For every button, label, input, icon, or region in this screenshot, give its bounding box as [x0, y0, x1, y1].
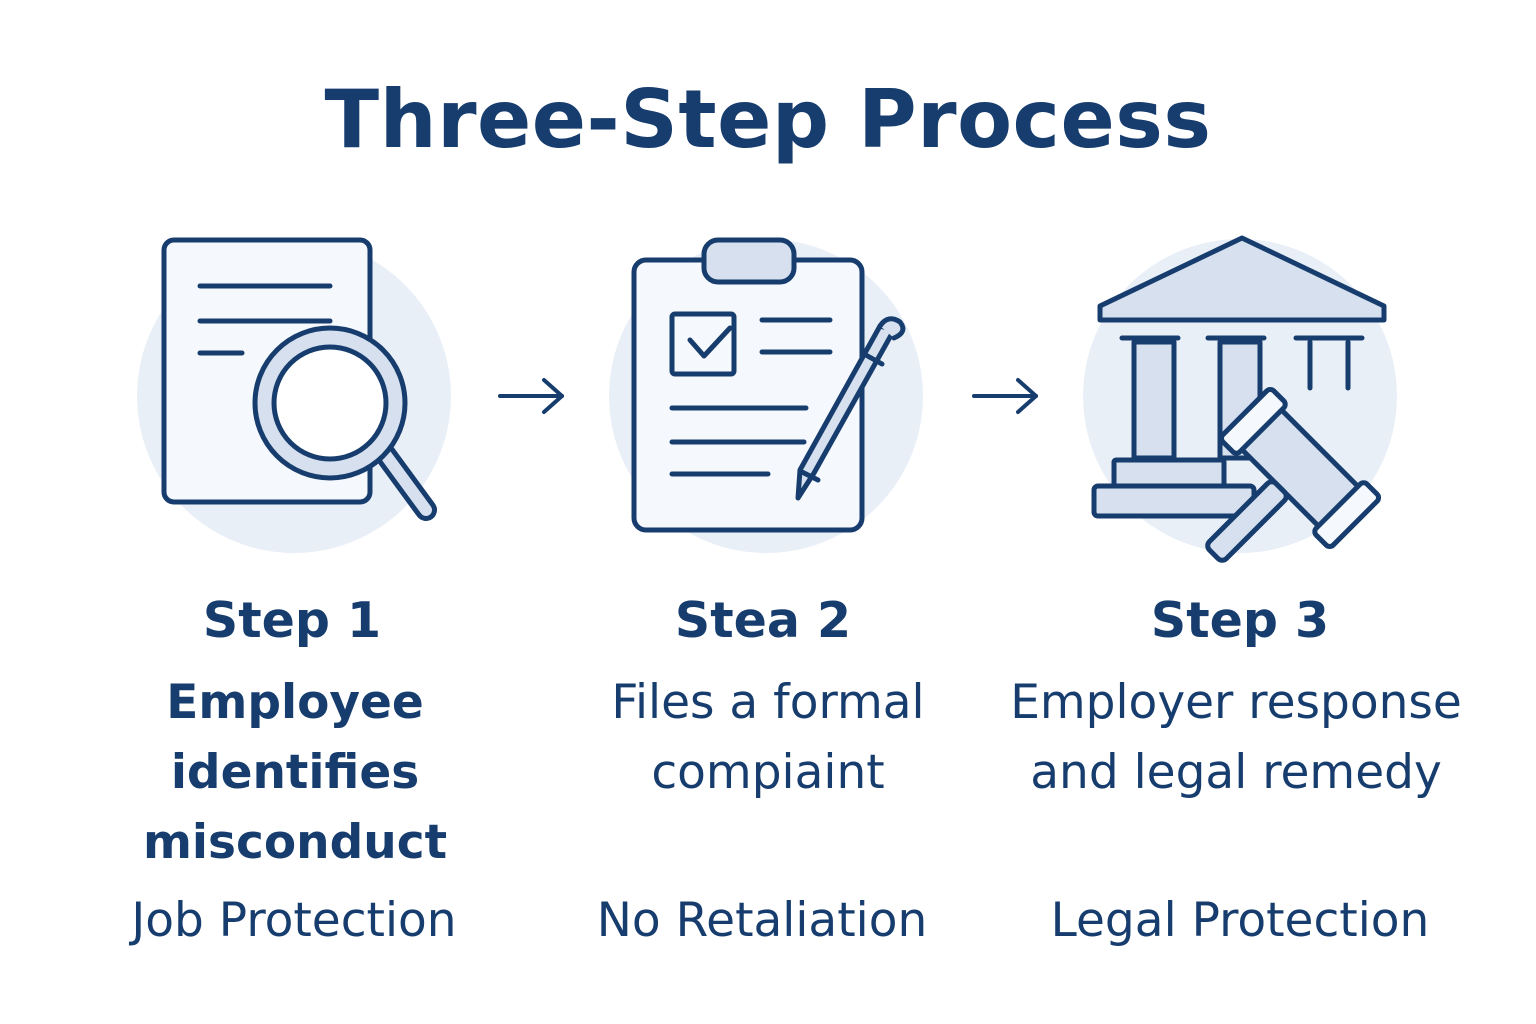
step-3-benefit: Legal Protection [1050, 893, 1430, 948]
courthouse-gavel-icon [1070, 228, 1410, 568]
step-3-description: Employer response and legal remedy [1010, 675, 1462, 800]
step-2-label: Stea 2 [674, 592, 852, 649]
step-1-description: Employee identifies misconduct [142, 675, 448, 870]
step-1-benefit: Job Protection [131, 893, 457, 948]
step-3-label: Step 3 [1150, 592, 1330, 649]
step-1-label: Step 1 [202, 592, 382, 649]
document-magnifier-icon [124, 228, 464, 568]
arrow-right-icon [970, 372, 1042, 420]
step-2-benefit: No Retaliation [596, 893, 928, 948]
page-title: Three-Step Process [324, 73, 1212, 166]
step-2-description: Files a formal compiaint [611, 675, 925, 800]
arrow-right-icon [496, 372, 568, 420]
clipboard-pen-icon [596, 228, 936, 568]
